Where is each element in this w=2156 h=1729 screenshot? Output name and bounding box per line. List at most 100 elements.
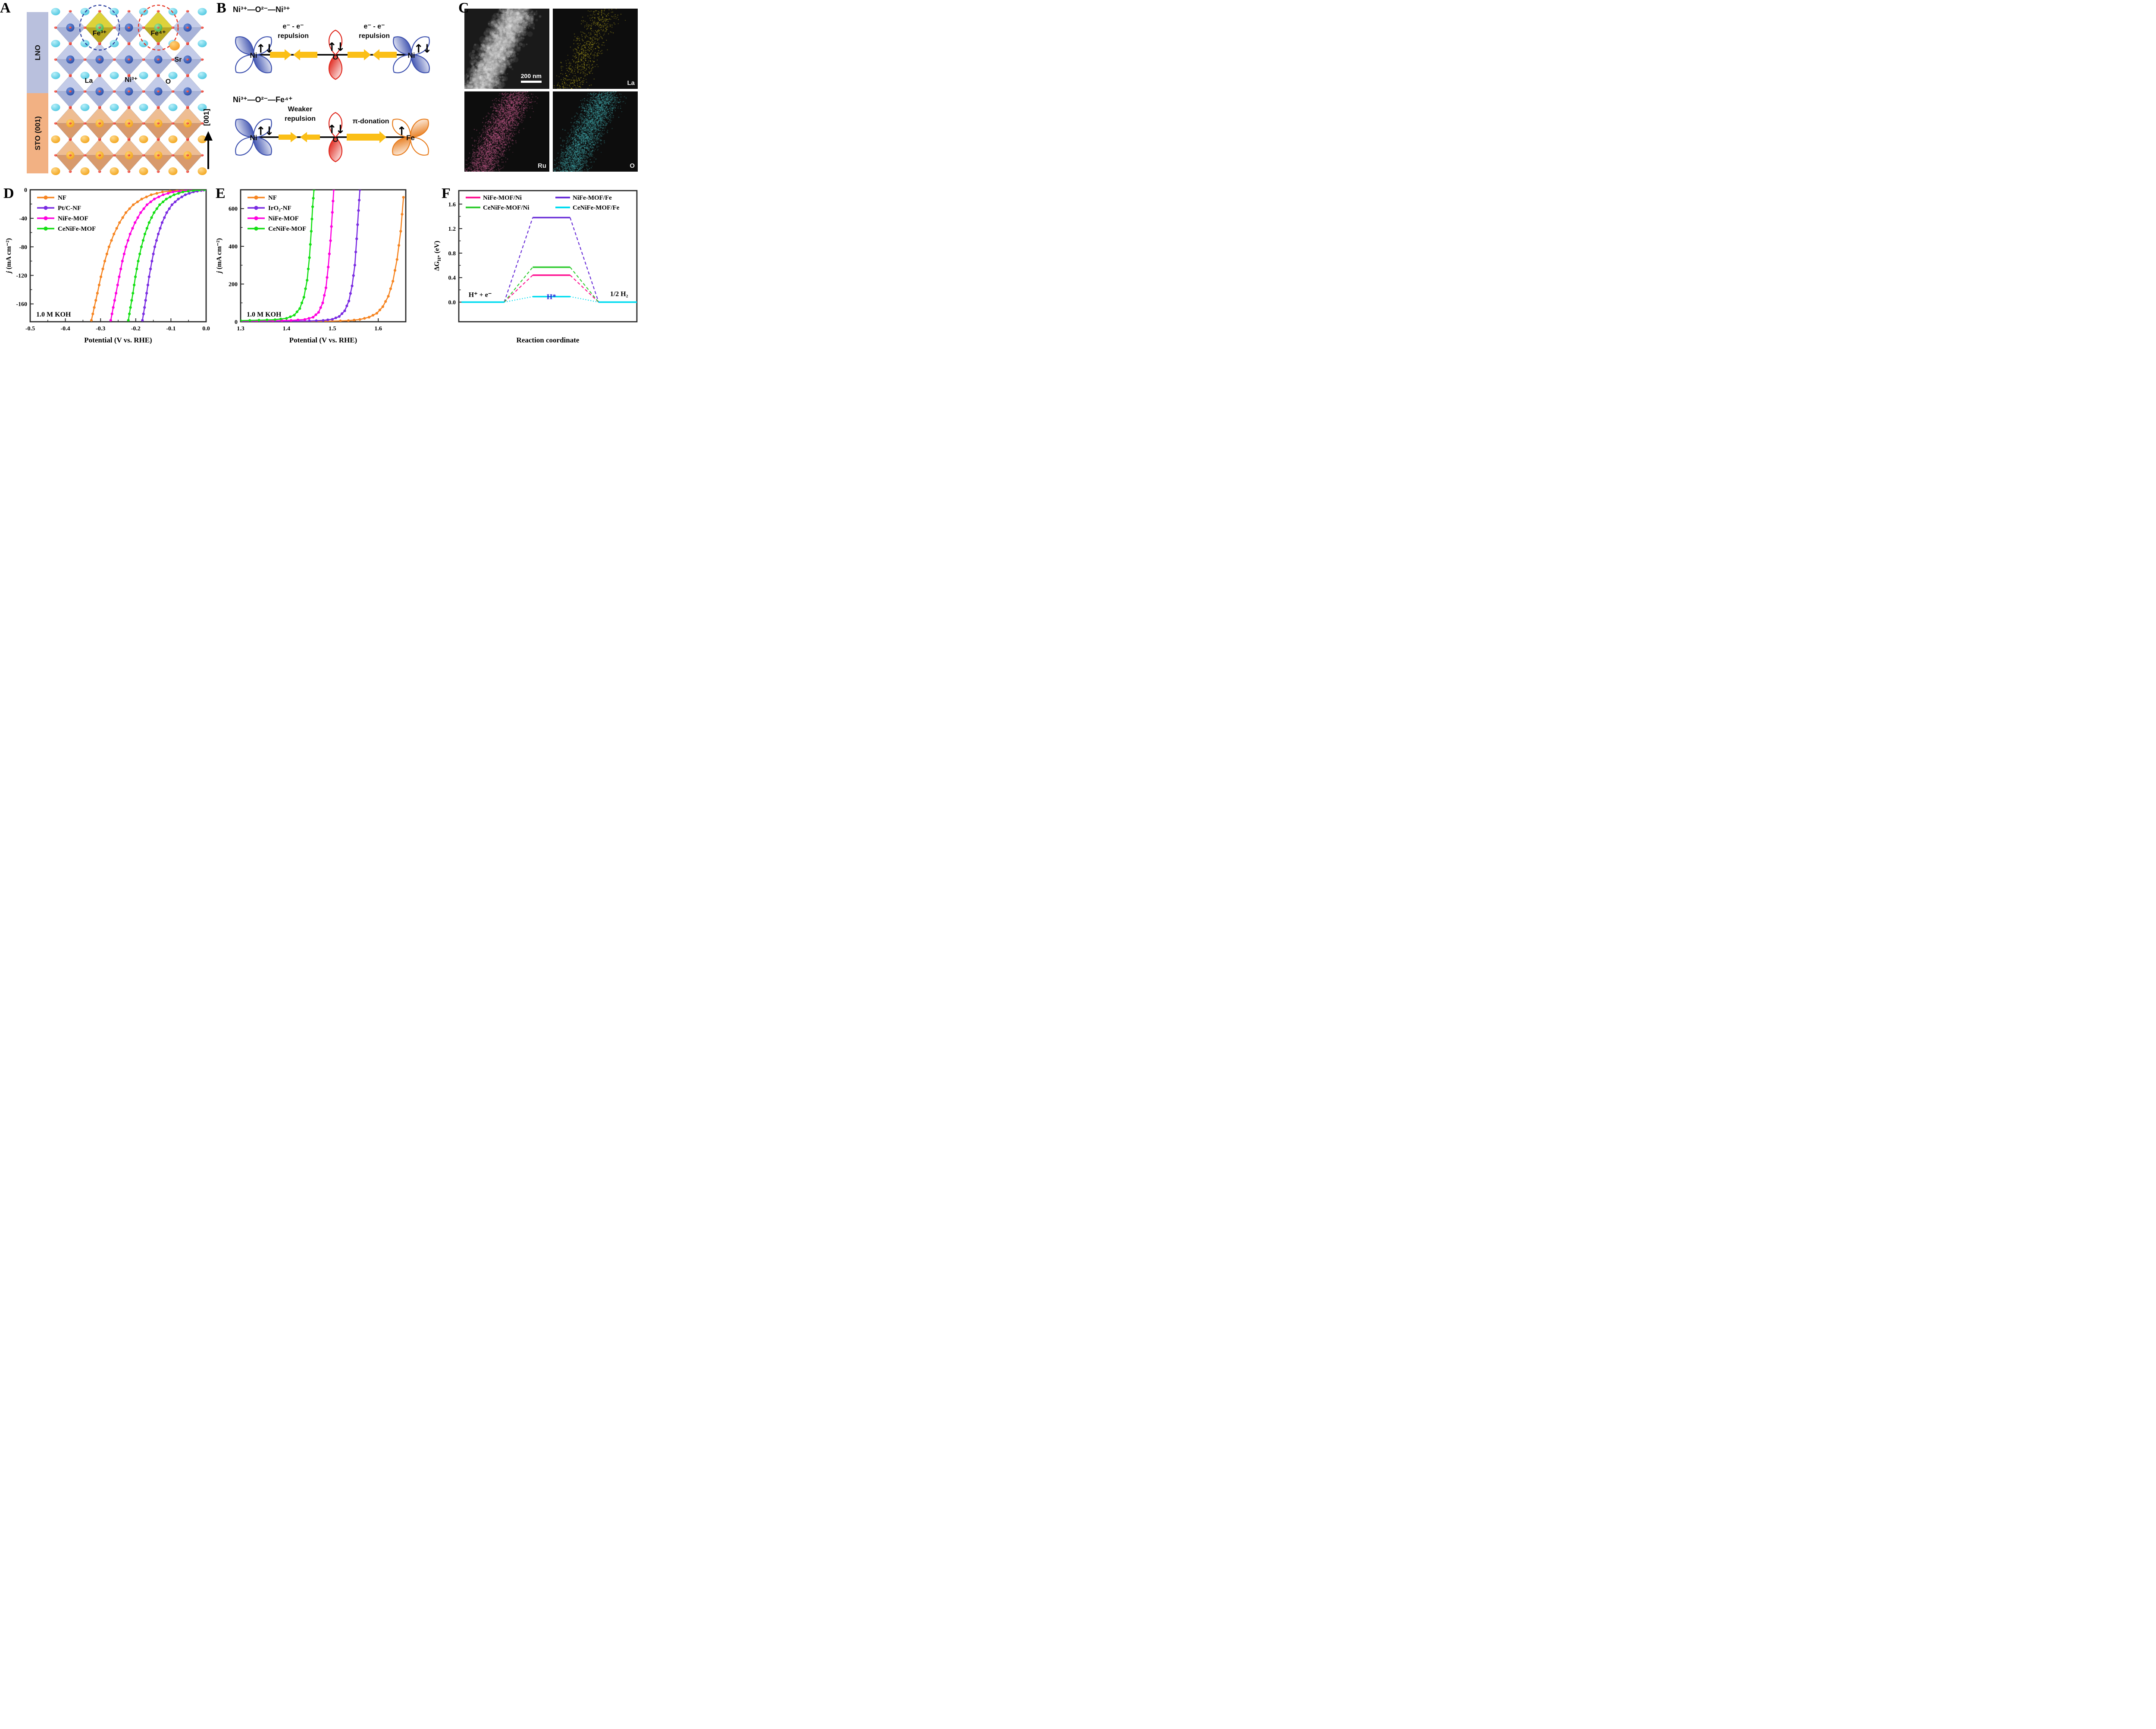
spin-arrow-icon: ↑ (397, 125, 405, 138)
bottom-center-atom: O (332, 135, 338, 144)
panel-c: C 200 nm La Ru O (458, 0, 643, 180)
fe3-label: Fe³⁺ (93, 30, 107, 37)
ru-element-map (464, 91, 549, 172)
la-element-map (553, 9, 638, 89)
scale-bar: 200 nm (521, 72, 542, 83)
panel-b-letter: B (216, 0, 226, 16)
svg-text:1.3: 1.3 (237, 326, 244, 332)
svg-text:H⁺ + e⁻: H⁺ + e⁻ (469, 292, 492, 299)
spin-arrows-icon: ↑↓ (414, 42, 430, 56)
weaker-label-1: Weaker (288, 106, 313, 113)
perovskite-lattice (51, 4, 207, 175)
top-bond-title: Ni³⁺—O²⁻—Ni³⁺ (233, 5, 290, 14)
svg-text:-120: -120 (16, 273, 27, 279)
svg-text:0.0: 0.0 (448, 300, 456, 306)
la-label: La (85, 77, 93, 85)
svg-text:NF: NF (58, 195, 66, 201)
scale-bar-label: 200 nm (520, 72, 542, 79)
svg-text:-0.5: -0.5 (25, 326, 35, 332)
svg-text:1.2: 1.2 (448, 226, 456, 232)
o-map-label: O (630, 162, 635, 169)
svg-text:Reaction coordinate: Reaction coordinate (517, 336, 580, 344)
bottom-right-atom: Fe (406, 134, 415, 142)
svg-text:-0.1: -0.1 (166, 326, 175, 332)
svg-text:1.6: 1.6 (448, 201, 456, 208)
orbital-interaction-diagram: Ni³⁺—O²⁻—Ni³⁺ e⁻ - e⁻ repulsion e⁻ - e⁻ … (233, 5, 432, 163)
svg-text:-0.3: -0.3 (96, 326, 105, 332)
svg-text:-0.2: -0.2 (131, 326, 141, 332)
svg-text:600: 600 (229, 206, 238, 213)
svg-text:400: 400 (229, 244, 238, 250)
panel-a: A LNO STO (001) Fe³⁺ Fe⁴⁺ Sr La Ni³⁺ O [… (0, 0, 216, 180)
svg-text:NiFe-MOF: NiFe-MOF (268, 215, 299, 222)
panel-c-letter: C (458, 0, 469, 16)
svg-text:-0.4: -0.4 (61, 326, 70, 332)
pi-donation-label: π-donation (352, 118, 389, 125)
bottom-bond-title: Ni³⁺—O²⁻—Fe⁴⁺ (233, 95, 292, 104)
svg-text:CeNiFe-MOF/Fe: CeNiFe-MOF/Fe (573, 204, 620, 211)
o-element-map (553, 91, 638, 172)
svg-text:0.8: 0.8 (448, 251, 456, 257)
svg-text:CeNiFe-MOF/Ni: CeNiFe-MOF/Ni (483, 204, 529, 211)
panel-a-letter: A (0, 0, 11, 16)
bottom-orbitals (235, 112, 429, 163)
la-map-label: La (627, 79, 635, 87)
weaker-label-2: repulsion (285, 115, 316, 122)
svg-text:1.0 M KOH: 1.0 M KOH (36, 311, 71, 318)
panel-e-letter: E (216, 185, 226, 201)
svg-text:1/2 H₂: 1/2 H₂ (610, 291, 628, 298)
svg-text:200: 200 (229, 282, 238, 288)
svg-text:CeNiFe-MOF: CeNiFe-MOF (58, 226, 96, 232)
top-center-atom: O (332, 53, 338, 61)
spin-arrows-icon: ↑↓ (256, 125, 273, 138)
top-left-arrow-label-2: repulsion (278, 32, 309, 40)
svg-text:NiFe-MOF: NiFe-MOF (58, 215, 88, 222)
top-left-arrow-label-1: e⁻ - e⁻ (283, 23, 304, 30)
svg-text:ΔGH* (eV): ΔGH* (eV) (433, 241, 442, 271)
svg-text:Pt/C-NF: Pt/C-NF (58, 205, 81, 212)
svg-text:NF: NF (268, 195, 277, 201)
top-right-arrow-label-1: e⁻ - e⁻ (364, 23, 385, 30)
svg-text:-40: -40 (19, 216, 27, 222)
svg-text:0: 0 (235, 319, 238, 326)
ru-map-label: Ru (538, 162, 546, 169)
spin-arrows-icon: ↑↓ (256, 42, 273, 56)
svg-text:Potential (V vs. RHE): Potential (V vs. RHE) (84, 336, 152, 344)
direction-label: [001] (202, 109, 210, 126)
stem-image-cell: 200 nm (464, 9, 549, 89)
lno-label: LNO (34, 45, 42, 60)
bottom-left-atom: Ni (250, 134, 257, 142)
o-map-cell: O (553, 91, 638, 172)
svg-text:H*: H* (547, 293, 556, 301)
la-map-cell: La (553, 9, 638, 89)
svg-text:0.4: 0.4 (448, 275, 456, 282)
scale-bar-line (520, 81, 542, 83)
svg-text:Potential (V vs. RHE): Potential (V vs. RHE) (289, 336, 357, 344)
stem-image (464, 9, 549, 89)
svg-text:1.4: 1.4 (283, 326, 291, 332)
svg-text:-160: -160 (16, 301, 27, 308)
svg-text:j (mA cm⁻²): j (mA cm⁻²) (5, 238, 13, 274)
spin-arrows-icon: ↑↓ (327, 41, 344, 54)
svg-text:j (mA cm⁻²): j (mA cm⁻²) (216, 238, 223, 274)
svg-text:1.0 M KOH: 1.0 M KOH (247, 311, 282, 318)
svg-text:0.0: 0.0 (202, 326, 210, 332)
panel-d-letter: D (3, 185, 14, 201)
svg-text:1.6: 1.6 (374, 326, 382, 332)
sto-label: STO (001) (34, 116, 42, 150)
eds-mapping-grid: 200 nm La Ru O (464, 9, 638, 172)
svg-text:-80: -80 (19, 244, 27, 251)
sto-layer-bar (27, 93, 48, 173)
svg-text:1.5: 1.5 (329, 326, 336, 332)
figure: A LNO STO (001) Fe³⁺ Fe⁴⁺ Sr La Ni³⁺ O [… (0, 0, 643, 346)
top-right-atom: Ni (408, 51, 415, 60)
panel-f-letter: F (442, 185, 451, 201)
ru-map-cell: Ru (464, 91, 549, 172)
fe4-label: Fe⁴⁺ (150, 30, 166, 37)
svg-text:NiFe-MOF/Fe: NiFe-MOF/Fe (573, 195, 612, 201)
